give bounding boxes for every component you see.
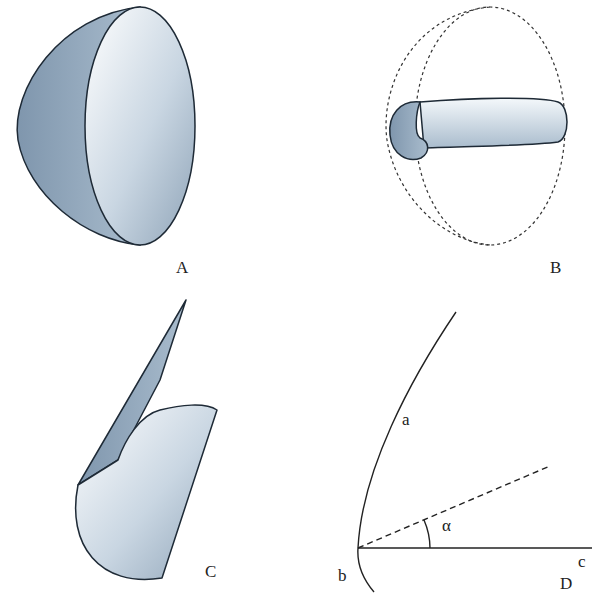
half-cylinder [76,300,217,579]
hemisphere-shell [17,7,195,245]
curled-band [390,98,567,159]
panel-letter: B [550,258,561,278]
panel-letter: A [176,258,188,278]
curve-label: α [442,516,451,536]
curve-label: a [402,410,410,430]
angle-construction [358,312,592,592]
curve-label: c [578,552,586,572]
panel-letter: C [205,562,216,582]
curve-label: b [338,566,347,586]
panel-letter: D [560,574,572,594]
